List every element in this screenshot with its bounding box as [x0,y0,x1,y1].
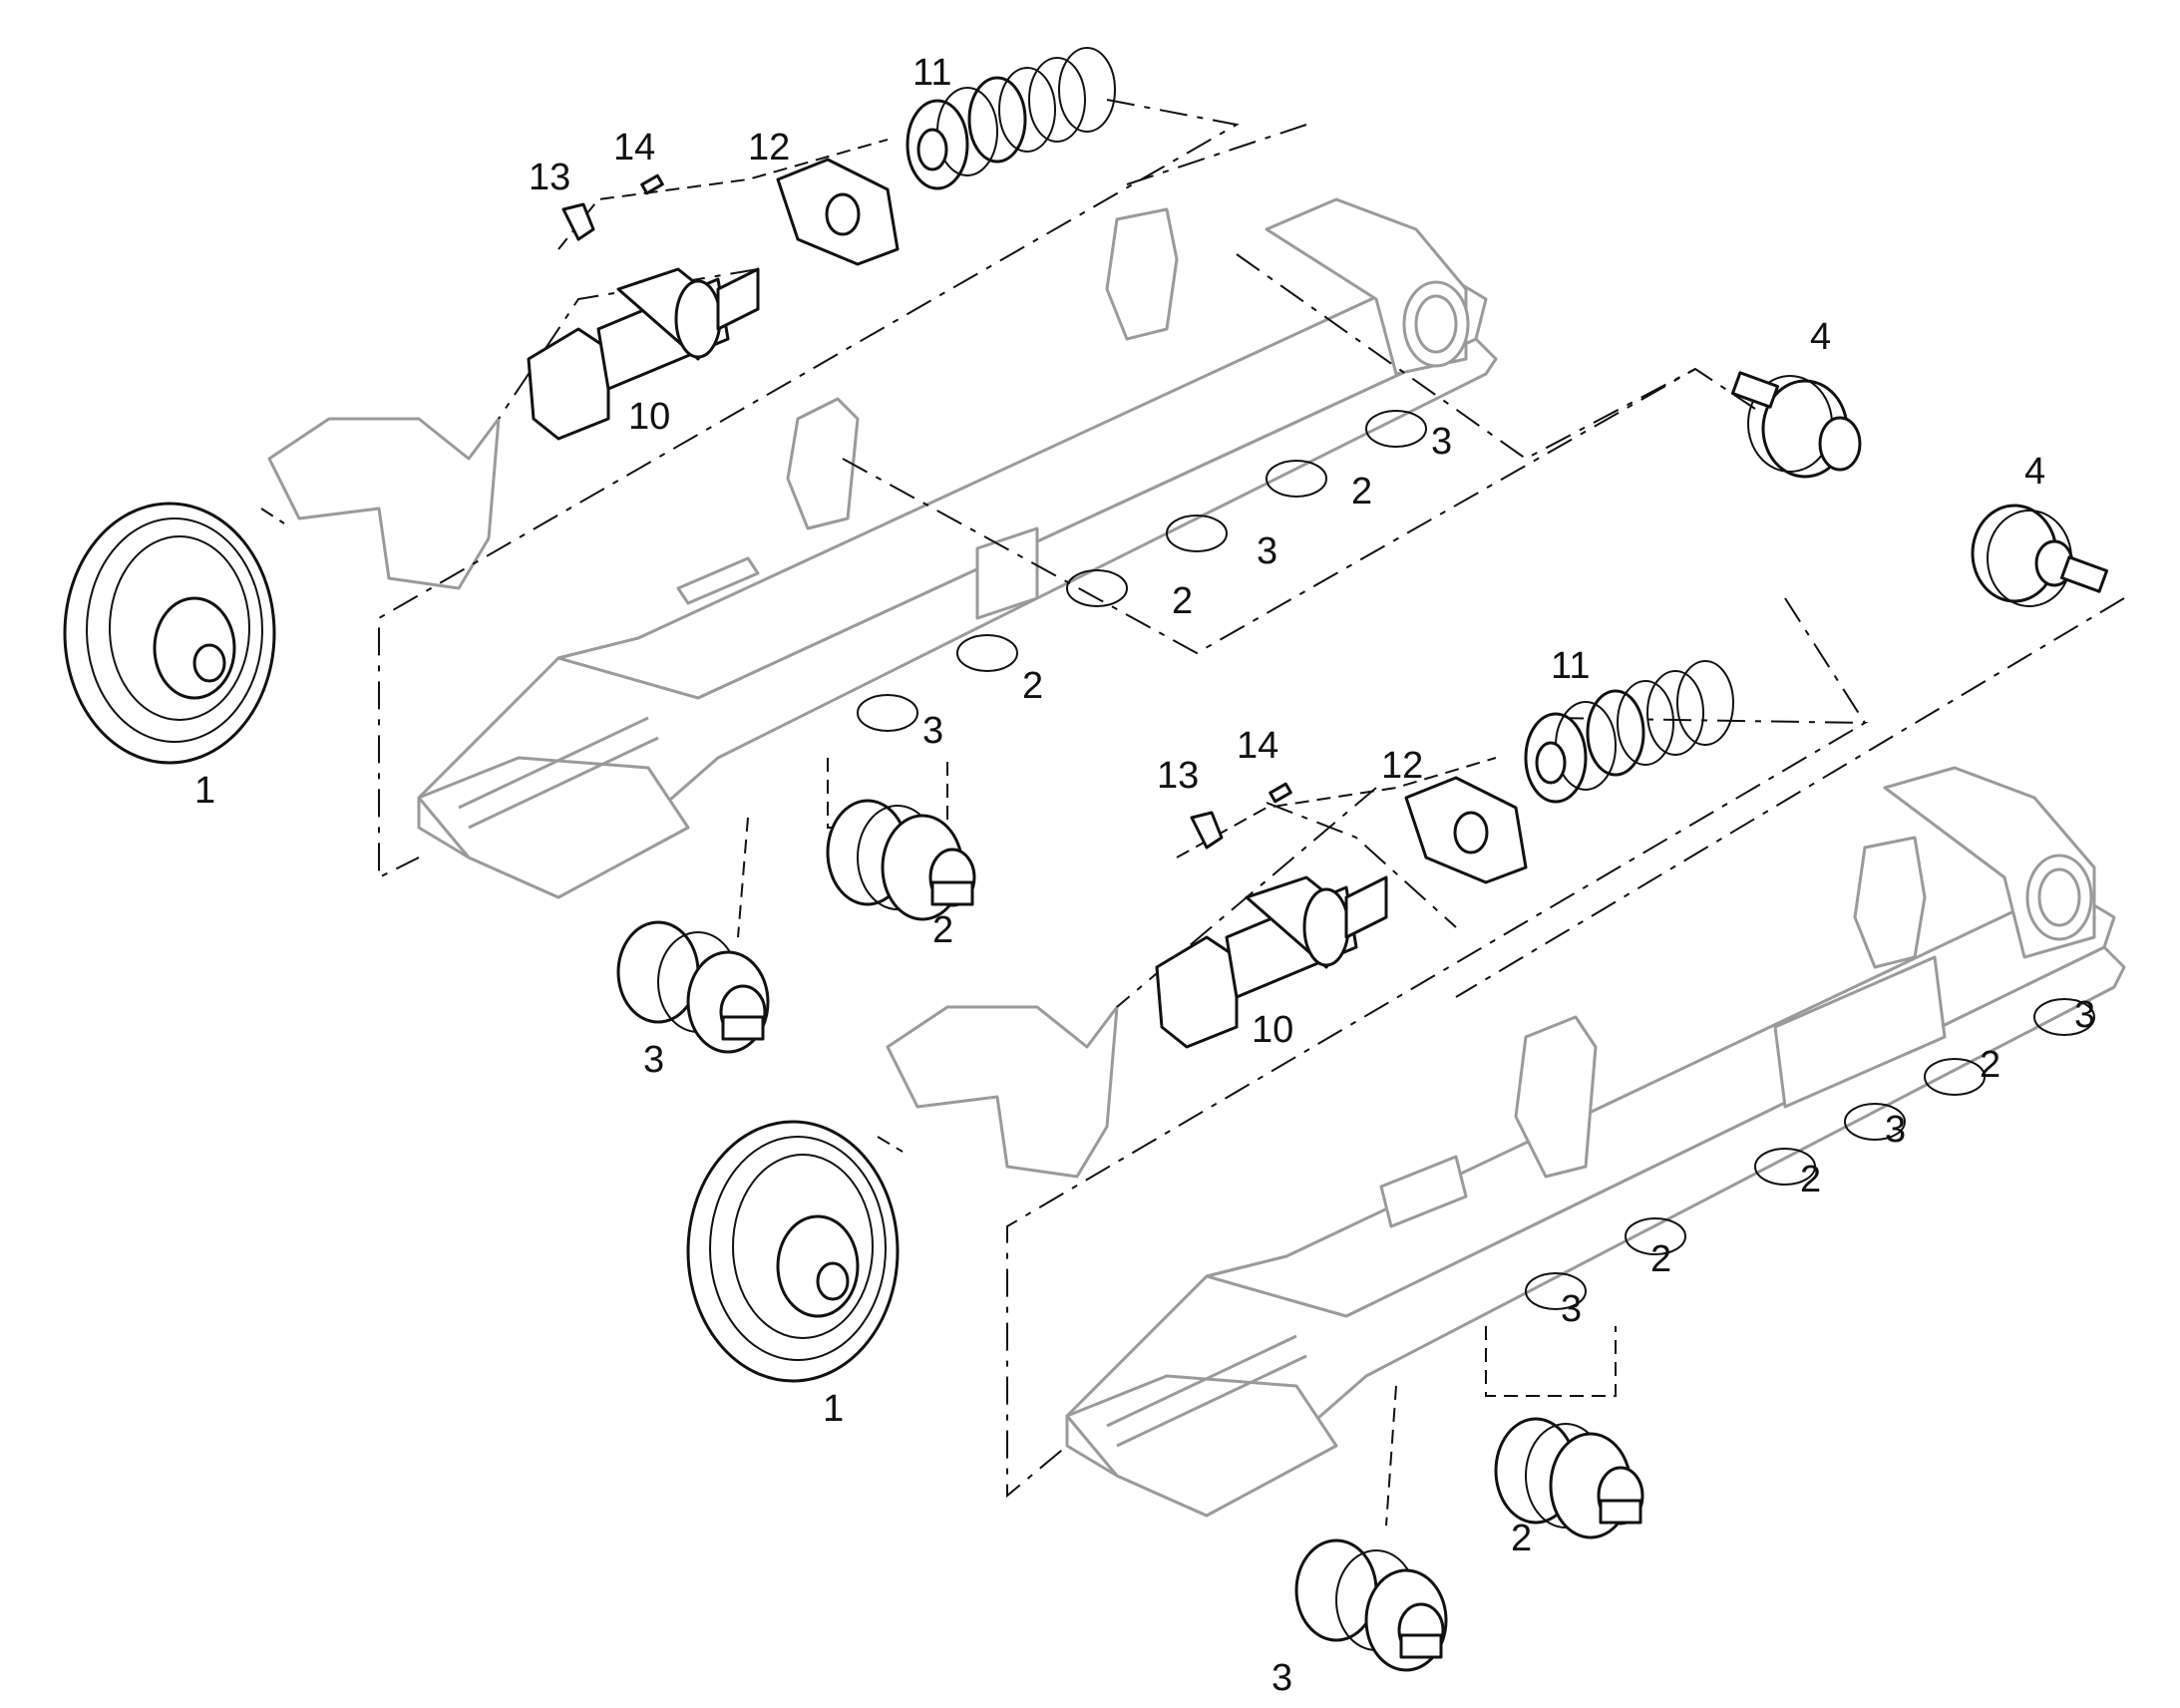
callout-bracket-b: 13 [1157,755,1199,797]
track-roller-single-a [616,920,770,1054]
callout-roller-single-b-4: 3 [2074,994,2095,1036]
tensioner-cylinder-a [527,267,760,441]
grease-fitting-a [640,173,664,195]
callout-bracket-a: 13 [529,157,570,198]
track-frame-a-post-right [1105,207,1179,341]
carrier-roller-a [1730,371,1862,479]
track-frame-a-post-left [786,397,860,530]
callout-roller-single-a-3: 3 [1257,530,1277,572]
callout-spring-b: 11 [1551,645,1590,687]
front-idler-a [63,502,276,765]
track-roller-single-b [1294,1538,1448,1672]
carrier-roller-b [1971,504,2109,607]
track-frame-b [1065,766,2126,1518]
track-roller-double-a [826,799,976,921]
front-idler-b [686,1120,900,1383]
recoil-spring-b [1524,660,1734,804]
bracket-b [1190,811,1224,850]
callout-carrier-roller-a: 4 [1810,316,1831,358]
callout-spring-plate-a: 12 [748,127,790,169]
track-frame-b-slot [1379,1155,1468,1228]
track-frame-b-guide-plate [1773,955,1947,1109]
track-frame-a-top [556,267,1488,700]
callout-idler-a: 1 [194,770,215,812]
callout-idler-b: 1 [823,1388,844,1430]
spring-plate-a [776,158,900,266]
track-roller-double-b [1494,1417,1644,1539]
callout-spring-plate-b: 12 [1381,745,1423,787]
front-bracket-a [267,417,501,590]
callouts-a: 1 2 2 2 2 3 3 3 3 4 10 11 12 13 14 [194,52,1831,1081]
callout-roller-double-a-2: 2 [1022,665,1043,707]
track-frame-b-drive-bore [2025,854,2093,941]
callout-roller-double-b-4: 2 [1980,1044,2000,1086]
track-frame-b-post-right [1853,836,1927,969]
track-frame-a-guide-plate [975,526,1039,620]
callout-roller-double-b-2: 2 [1650,1238,1671,1280]
callout-roller-single-a-1: 3 [643,1039,664,1081]
callouts-b: 1 2 2 2 2 3 3 3 3 4 10 11 12 13 14 [823,451,2095,1699]
callout-grease-fitting-b: 14 [1237,725,1278,767]
frame-a-underside-rollers [857,410,1427,732]
callout-spring-a: 11 [912,52,951,94]
callout-roller-single-b-2: 3 [1561,1288,1582,1330]
front-bracket-b [886,1005,1119,1179]
spring-plate-b [1404,776,1528,884]
track-frame-b-end-pocket [1065,1374,1338,1518]
recoil-spring-a [906,47,1116,190]
grease-fitting-b [1269,782,1292,804]
track-frame-a-end-pocket [417,756,690,899]
track-frame-a-slot [676,556,760,605]
leader-lines [260,99,2125,1527]
callout-roller-double-a-1: 2 [932,909,953,951]
callout-roller-single-b-1: 3 [1272,1657,1292,1699]
callout-roller-double-a-3: 2 [1172,580,1193,622]
callout-grease-fitting-a: 14 [613,127,655,169]
callout-roller-double-a-4: 2 [1351,471,1372,512]
callout-roller-double-b-3: 2 [1800,1159,1821,1200]
callout-roller-double-b-1: 2 [1511,1518,1532,1559]
callout-roller-single-b-3: 3 [1885,1109,1906,1151]
callout-tensioner-a: 10 [628,396,670,438]
bracket-a [561,202,595,241]
frame-b-underside-rollers [1525,998,2095,1310]
track-frame-a [417,197,1498,899]
callout-roller-single-a-2: 3 [922,710,943,752]
callout-carrier-roller-b: 4 [2024,451,2045,493]
tensioner-cylinder-b [1155,875,1388,1049]
track-frame-a-drive-bore [1402,280,1470,368]
track-frame-b-post-left [1514,1015,1598,1179]
callout-roller-single-a-4: 3 [1431,421,1452,463]
callout-tensioner-b: 10 [1252,1009,1293,1051]
